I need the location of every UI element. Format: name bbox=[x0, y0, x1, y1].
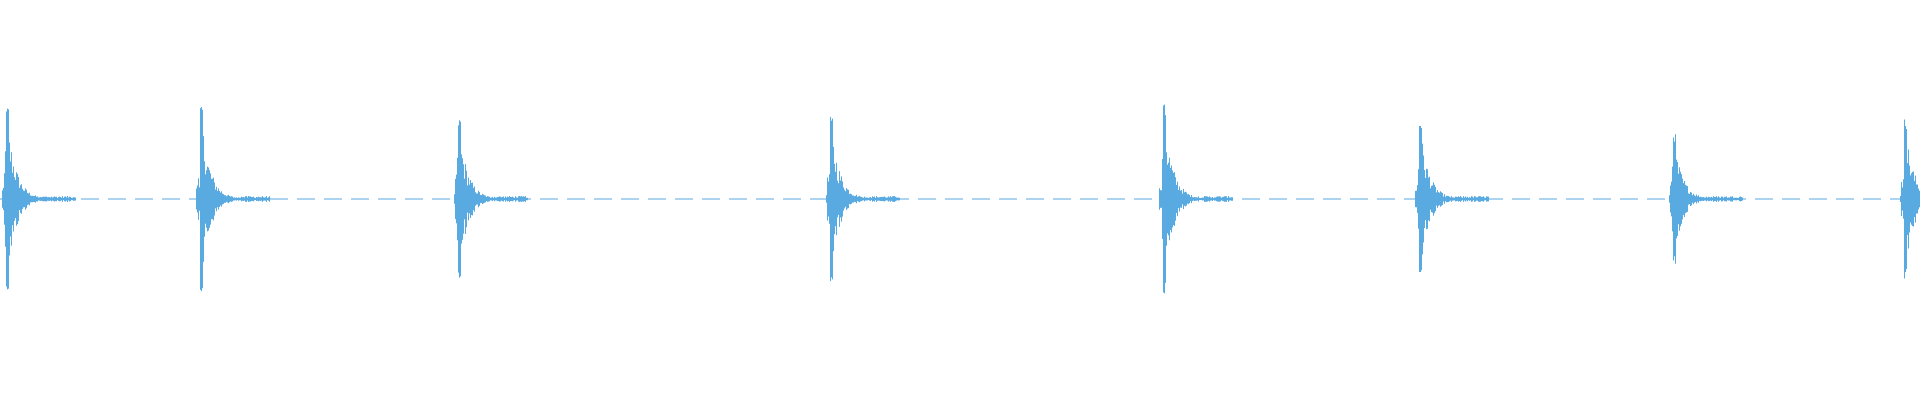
waveform-transient bbox=[826, 116, 900, 282]
transient-envelope bbox=[1669, 134, 1743, 264]
transient-envelope bbox=[1415, 125, 1489, 273]
transient-envelope bbox=[454, 120, 528, 278]
waveform-bursts bbox=[2, 104, 1920, 294]
transient-envelope bbox=[1159, 104, 1233, 294]
waveform-transient bbox=[1415, 125, 1489, 273]
waveform-transient bbox=[2, 108, 76, 290]
waveform-transient bbox=[1669, 134, 1743, 264]
waveform-transient bbox=[1159, 104, 1233, 294]
transient-envelope bbox=[826, 116, 900, 282]
transient-envelope bbox=[1900, 119, 1920, 279]
transient-envelope bbox=[196, 106, 270, 292]
transient-envelope bbox=[2, 108, 76, 290]
waveform-transient bbox=[1900, 119, 1920, 279]
waveform-transient bbox=[196, 106, 270, 292]
waveform-transient bbox=[454, 120, 528, 278]
